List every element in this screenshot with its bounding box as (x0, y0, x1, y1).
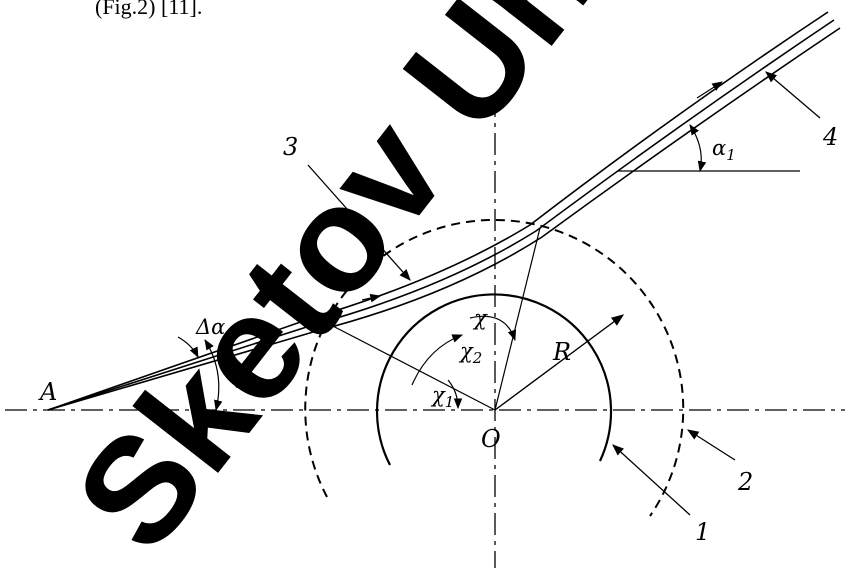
label-chi1: χ1 (430, 383, 454, 411)
label-origin-o: O (481, 425, 501, 453)
leader-line-4 (765, 71, 821, 119)
svg-text:Sketov Uni: Sketov Uni (43, 0, 653, 570)
delta-alpha-arrow (177, 336, 199, 358)
outer-dashed-arc-2 (304, 218, 685, 517)
radius-arrow (494, 314, 625, 411)
label-number-2: 2 (737, 468, 753, 496)
leader-line-3 (307, 164, 411, 281)
flow-arrow-upper (696, 81, 723, 99)
radial-line-to-exit (494, 227, 541, 411)
label-chi: χ (472, 306, 488, 330)
label-chi2: χ2 (458, 339, 482, 367)
watermark: Sketov Uni (43, 0, 653, 570)
label-radius-r: R (552, 338, 571, 366)
inner-arc-1 (375, 293, 613, 466)
trajectory-middle (47, 19, 835, 411)
label-delta-alpha: Δα (195, 315, 225, 339)
flow-arrow-lower (361, 293, 382, 303)
chi-angle-arc (469, 315, 517, 342)
trajectory-upper (47, 11, 829, 411)
label-number-4: 4 (822, 123, 838, 151)
label-point-a: A (38, 378, 57, 406)
trajectory-lower (47, 27, 841, 411)
chi1-angle-arc (447, 379, 463, 410)
leader-line-1 (612, 444, 691, 516)
alpha-angle-arc (204, 339, 223, 412)
label-alpha: α (234, 369, 248, 393)
chi2-angle-arc (411, 334, 464, 386)
label-number-3: 3 (283, 133, 298, 161)
radial-line-to-entry (326, 322, 496, 411)
top-caption-fragment: (Fig.2) [11]. (95, 0, 202, 19)
label-number-1: 1 (695, 518, 710, 546)
alpha1-angle-arc (689, 124, 707, 173)
label-alpha1: α1 (712, 136, 736, 164)
leader-line-2 (687, 429, 736, 461)
